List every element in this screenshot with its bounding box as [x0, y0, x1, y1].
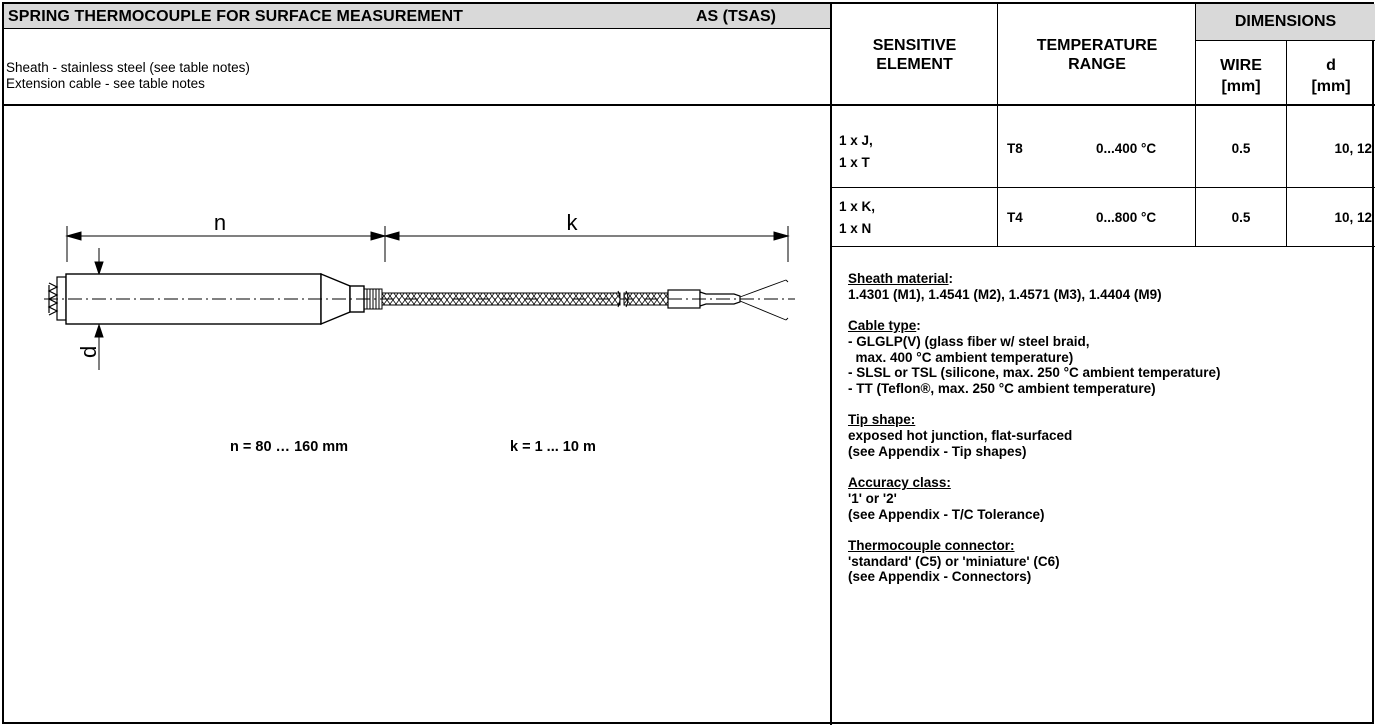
col-wire: WIRE[mm] — [1220, 57, 1262, 95]
product-title: SPRING THERMOCOUPLE FOR SURFACE MEASUREM… — [8, 8, 463, 25]
n-range-label: n = 80 … 160 mm — [230, 439, 349, 455]
note-line: - GLGLP(V) (glass fiber w/ steel braid, — [848, 333, 1090, 349]
note-line: - TT (Teflon®, max. 250 °C ambient tempe… — [848, 380, 1156, 396]
header-sheath-note: Sheath - stainless steel (see table note… — [6, 60, 250, 75]
row1-element-line2: 1 x T — [839, 155, 870, 170]
row2-element-line1: 1 x K, — [839, 199, 876, 214]
product-code: AS (TSAS) — [696, 8, 776, 25]
row2-d: 10, 12 — [1334, 210, 1372, 225]
table-hline — [832, 246, 1375, 247]
row2-range: 0...800 °C — [1096, 210, 1157, 225]
title-bar: SPRING THERMOCOUPLE FOR SURFACE MEASUREM… — [4, 4, 830, 28]
header-cable-note: Extension cable - see table notes — [6, 76, 205, 91]
table-hline — [832, 187, 1375, 188]
k-range-label: k = 1 ... 10 m — [510, 439, 596, 455]
note-line: (see Appendix - Connectors) — [848, 569, 1032, 585]
table-notes: Sheath material: 1.4301 (M1), 1.4541 (M2… — [848, 271, 1368, 601]
row1-code: T8 — [1007, 141, 1023, 156]
table-vline — [997, 4, 998, 247]
col-dimensions: DIMENSIONS — [1234, 13, 1337, 30]
row2-wire: 0.5 — [1231, 210, 1251, 225]
table-vline — [1286, 40, 1287, 247]
note-line: '1' or '2' — [848, 490, 897, 506]
row1-element-line1: 1 x J, — [839, 133, 873, 148]
note-line: 'standard' (C5) or 'miniature' (C6) — [848, 553, 1060, 569]
table-vline — [1195, 4, 1196, 247]
note-line: exposed hot junction, flat-surfaced — [848, 428, 1073, 443]
title-divider — [4, 28, 830, 29]
row2-element-line2: 1 x N — [839, 221, 872, 236]
cable-end-sleeve — [667, 289, 741, 309]
thermocouple-drawing: n k d — [44, 210, 795, 370]
note-line: max. 400 °C ambient temperature) — [848, 349, 1074, 365]
note-tip-shape: Tip shape: exposed hot junction, flat-su… — [848, 412, 1368, 459]
note-line: (see Appendix - T/C Tolerance) — [848, 506, 1045, 522]
note-cable-type: Cable type: - GLGLP(V) (glass fiber w/ s… — [848, 318, 1368, 397]
note-heading: Cable type — [848, 318, 917, 334]
label-d: d — [76, 346, 101, 358]
note-line: - SLSL or TSL (silicone, max. 250 °C amb… — [848, 365, 1221, 381]
note-heading: Thermocouple connector: — [848, 537, 1015, 553]
spring-tip — [47, 276, 67, 321]
note-heading: Tip shape: — [848, 412, 916, 428]
wire-ends — [739, 279, 789, 321]
row1-d: 10, 12 — [1334, 141, 1372, 156]
dimensions-header-background — [1196, 4, 1375, 40]
label-k: k — [567, 210, 579, 235]
note-heading-suffix: : — [948, 271, 954, 286]
table-hline — [1196, 40, 1375, 41]
label-n: n — [214, 210, 226, 235]
note-line: (see Appendix - Tip shapes) — [848, 443, 1027, 459]
row1-range: 0...400 °C — [1096, 141, 1157, 156]
note-heading-suffix: : — [916, 318, 921, 334]
note-connector: Thermocouple connector: 'standard' (C5) … — [848, 538, 1368, 585]
header-separator — [2, 104, 1375, 106]
note-line: 1.4301 (M1), 1.4541 (M2), 1.4571 (M3), 1… — [848, 286, 1162, 302]
note-sheath-material: Sheath material: 1.4301 (M1), 1.4541 (M2… — [848, 271, 1368, 302]
note-heading: Accuracy class: — [848, 475, 951, 491]
column-separator — [830, 2, 832, 725]
dimension-line-k — [383, 226, 790, 262]
note-heading: Sheath material — [848, 271, 949, 286]
row1-wire: 0.5 — [1231, 141, 1251, 156]
dimension-line-n — [65, 226, 387, 262]
col-d: d[mm] — [1311, 57, 1351, 95]
note-accuracy-class: Accuracy class: '1' or '2' (see Appendix… — [848, 475, 1368, 522]
row2-code: T4 — [1007, 210, 1023, 225]
